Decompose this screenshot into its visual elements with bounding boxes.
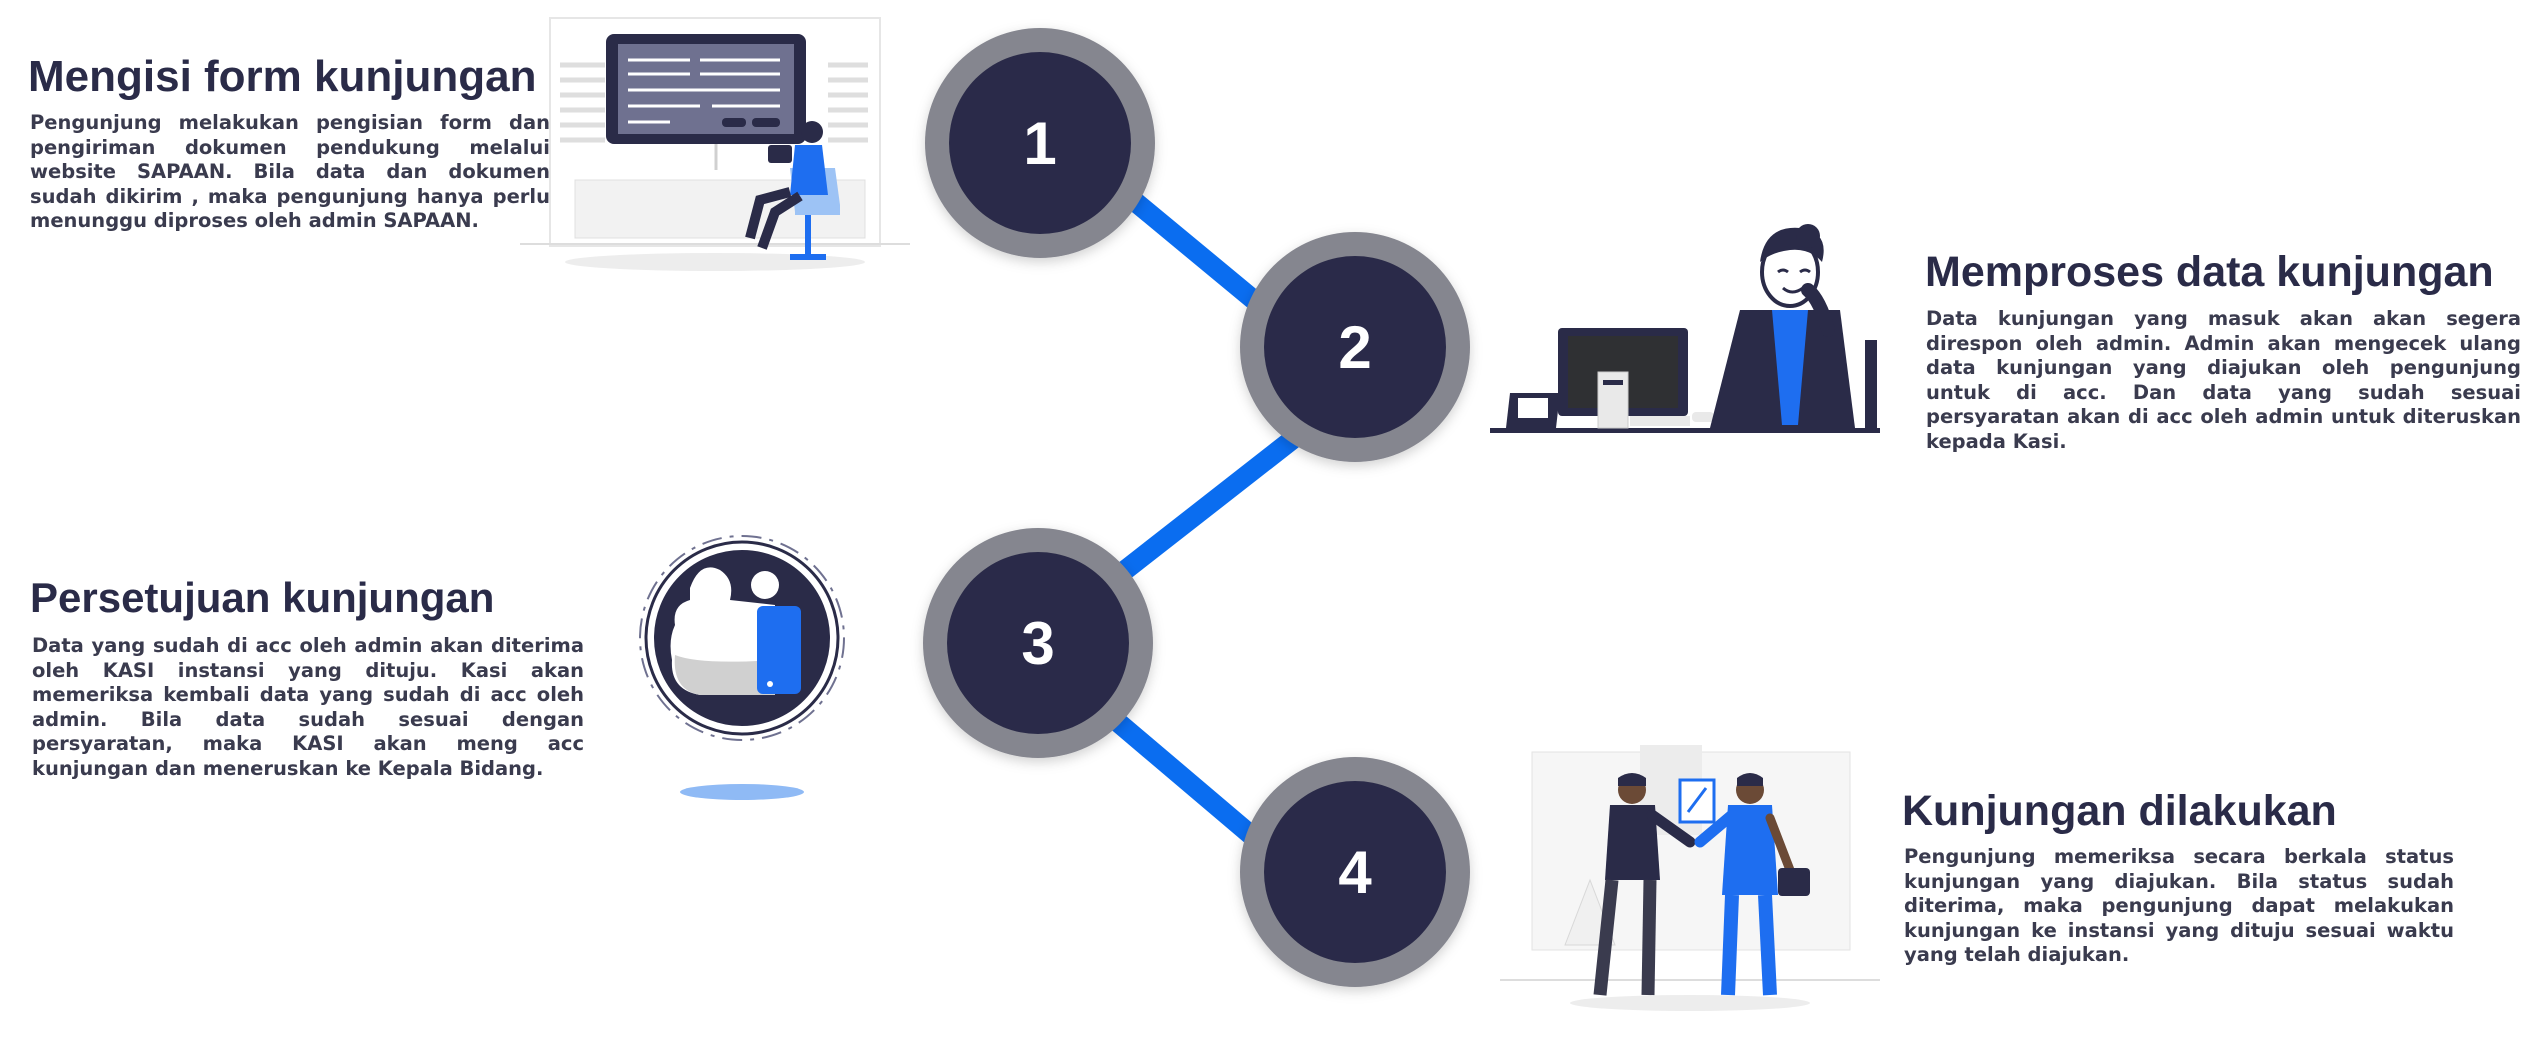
step-circle-4 bbox=[1240, 757, 1470, 987]
step-3-description: Data yang sudah di acc oleh admin akan d… bbox=[32, 634, 584, 780]
step-4-title: Kunjungan dilakukan bbox=[1902, 787, 2337, 835]
step-number-2: 2 bbox=[1338, 314, 1371, 381]
step-number-1: 1 bbox=[1023, 110, 1056, 177]
connector-1-2 bbox=[1108, 177, 1285, 328]
step-circle-3 bbox=[923, 528, 1153, 758]
admin-desk-illustration bbox=[1490, 224, 1880, 433]
form-filling-illustration bbox=[520, 17, 910, 271]
step-1-title: Mengisi form kunjungan bbox=[28, 52, 537, 101]
handshake-illustration bbox=[1500, 745, 1880, 1011]
step-circle-2 bbox=[1240, 232, 1470, 462]
connector-2-3 bbox=[1103, 424, 1309, 590]
step-4-description: Pengunjung memeriksa secara berkala stat… bbox=[1904, 845, 2454, 966]
step-number-4: 4 bbox=[1338, 839, 1372, 906]
step-2-description: Data kunjungan yang masuk akan akan sege… bbox=[1926, 307, 2521, 453]
step-1-description: Pengunjung melakukan pengisian form dan … bbox=[30, 111, 550, 232]
step-2-title: Memproses data kunjungan bbox=[1925, 248, 2494, 296]
step-circle-1 bbox=[925, 28, 1155, 258]
step-number-3: 3 bbox=[1021, 610, 1054, 677]
thumbs-up-illustration bbox=[639, 535, 845, 800]
step-3-title: Persetujuan kunjungan bbox=[30, 574, 495, 621]
